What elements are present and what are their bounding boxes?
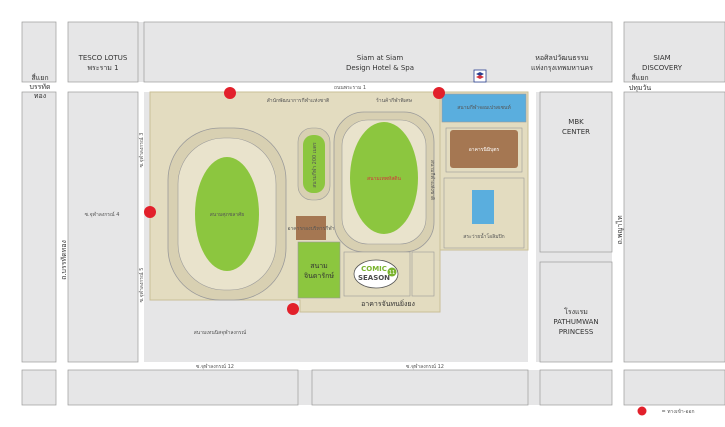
chanthanang-sub-label: จินดารักษ์ xyxy=(304,272,334,280)
phayathai-road-label: ถ.พญาไท xyxy=(615,215,624,244)
supachalasai-label: สนามศุภชลาศัย xyxy=(210,212,244,218)
hotel-label: โรงแรม xyxy=(564,307,588,316)
pool-water xyxy=(472,190,494,224)
block xyxy=(623,21,725,83)
stadium-compound xyxy=(149,91,529,313)
comic-season-logo-icon: COMIC SEASON 11 xyxy=(353,259,399,289)
sports-office-label: สำนักพัฒนาการกีฬาแห่งชาติ xyxy=(267,97,330,104)
admin-building-label: อาคารกองบริหารกีฬา xyxy=(287,225,334,232)
legend-marker-icon xyxy=(637,406,647,416)
phayathai-road xyxy=(612,22,624,405)
block xyxy=(311,369,529,406)
thephasadin-label: สนามเทพหัสดิน xyxy=(367,175,401,182)
siam-at-siam-label: Siam at Siam xyxy=(357,54,404,62)
jindarak-label: อาคารจันทนยิ่งยง xyxy=(361,299,415,308)
chanthanang-field xyxy=(297,241,341,299)
entrance-marker-icon[interactable] xyxy=(433,87,445,99)
mbk-label: MBK xyxy=(568,118,584,126)
soi-12-right-label: ซ.จุฬาลงกรณ์ 12 xyxy=(406,363,444,370)
tennis-label: สนามเทนนิสจุฬาลงกรณ์ xyxy=(194,329,247,336)
small-field xyxy=(303,135,325,193)
season-text: SEASON xyxy=(358,274,390,282)
entrance-marker-icon[interactable] xyxy=(287,303,299,315)
legend-label: = ทางเข้า-ออก xyxy=(661,408,694,415)
supachalasai-field xyxy=(195,157,259,271)
soi-left-road xyxy=(138,92,144,362)
banthat-road xyxy=(56,22,68,405)
labels: TESCO LOTUS พระราม 1 Siam at Siam Design… xyxy=(29,54,694,415)
road-between-mbk xyxy=(528,92,536,362)
siam-at-siam-sub-label: Design Hotel & Spa xyxy=(346,64,414,72)
building-annex xyxy=(411,251,435,297)
bacc-label: หอศิลปวัฒนธรรม xyxy=(535,54,588,62)
hotel-sub2-label: PRINCESS xyxy=(559,328,594,336)
block xyxy=(67,21,139,83)
comic-text: COMIC xyxy=(361,265,387,273)
season-number: 11 xyxy=(389,270,395,276)
siam-discovery-sub-label: DISCOVERY xyxy=(642,64,683,72)
block xyxy=(21,91,57,363)
entrance-marker-icon[interactable] xyxy=(144,206,156,218)
hotel-block xyxy=(539,261,613,363)
rama1-road xyxy=(22,82,725,92)
tesco-sub-label: พระราม 1 xyxy=(87,64,118,72)
museum-building xyxy=(441,93,527,123)
intersection-left-sub2-label: ทอง xyxy=(34,92,46,100)
entrance-marker-icon[interactable] xyxy=(224,87,236,99)
thephasadin-field xyxy=(350,122,418,234)
admin-building xyxy=(296,216,326,240)
soi-3-label: ซ.จุฬาลงกรณ์ 3 xyxy=(138,133,145,168)
banthat-road-label: ถ.บรรทัดทอง xyxy=(60,240,68,280)
sports-shop-label: ร้านค้ากีฬาพิเศษ xyxy=(376,97,413,104)
soi-5-label: ซ.จุฬาลงกรณ์ 5 xyxy=(138,268,145,303)
soi-12-road xyxy=(22,362,725,370)
roads xyxy=(22,22,725,405)
rama1-road-label: ถนนพระราม 1 xyxy=(334,85,366,91)
block xyxy=(623,369,725,406)
hotel-sub-label: PATHUMWAN xyxy=(553,318,598,326)
block xyxy=(21,369,57,406)
block xyxy=(67,91,139,363)
indoor-stadium-label: อาคารนิมิบุตร xyxy=(469,146,500,153)
pool-label: สระว่ายน้ำโอลิมปิก xyxy=(463,231,504,240)
intersection-left-sub-label: บรรทัด xyxy=(29,83,50,91)
national-stadium-logo-icon xyxy=(473,69,487,83)
city-blocks xyxy=(21,21,725,406)
intersection-left-label: สี่แยก xyxy=(31,73,48,82)
soi-4-label: ซ.จุฬาลงกรณ์ 4 xyxy=(85,211,120,218)
chanthanang-label: สนาม xyxy=(310,262,328,270)
indoor-stadium-roof xyxy=(450,130,518,168)
block xyxy=(143,21,613,83)
intersection-right-sub-label: ปทุมวัน xyxy=(629,84,652,92)
siam-discovery-label: SIAM xyxy=(653,54,670,62)
tesco-label: TESCO LOTUS xyxy=(78,54,128,62)
national-stadium-label: สนามกีฬาแห่งชาติ xyxy=(429,160,436,200)
block xyxy=(21,21,57,83)
block xyxy=(539,369,613,406)
small-field-label: สนามกีฬา 200 เมตร xyxy=(311,142,318,188)
museum-label: สนามกีฬาจอมเปรสเซนท์ xyxy=(457,104,511,111)
block xyxy=(67,369,299,406)
intersection-right-label: สี่แยก xyxy=(631,73,648,82)
entrance-markers xyxy=(144,87,647,416)
mbk-block xyxy=(539,91,613,253)
mbk-sub-label: CENTER xyxy=(562,128,590,136)
soi-12-left-label: ซ.จุฬาลงกรณ์ 12 xyxy=(196,363,234,370)
bacc-sub-label: แห่งกรุงเทพมหานคร xyxy=(531,64,593,72)
block xyxy=(623,91,725,363)
